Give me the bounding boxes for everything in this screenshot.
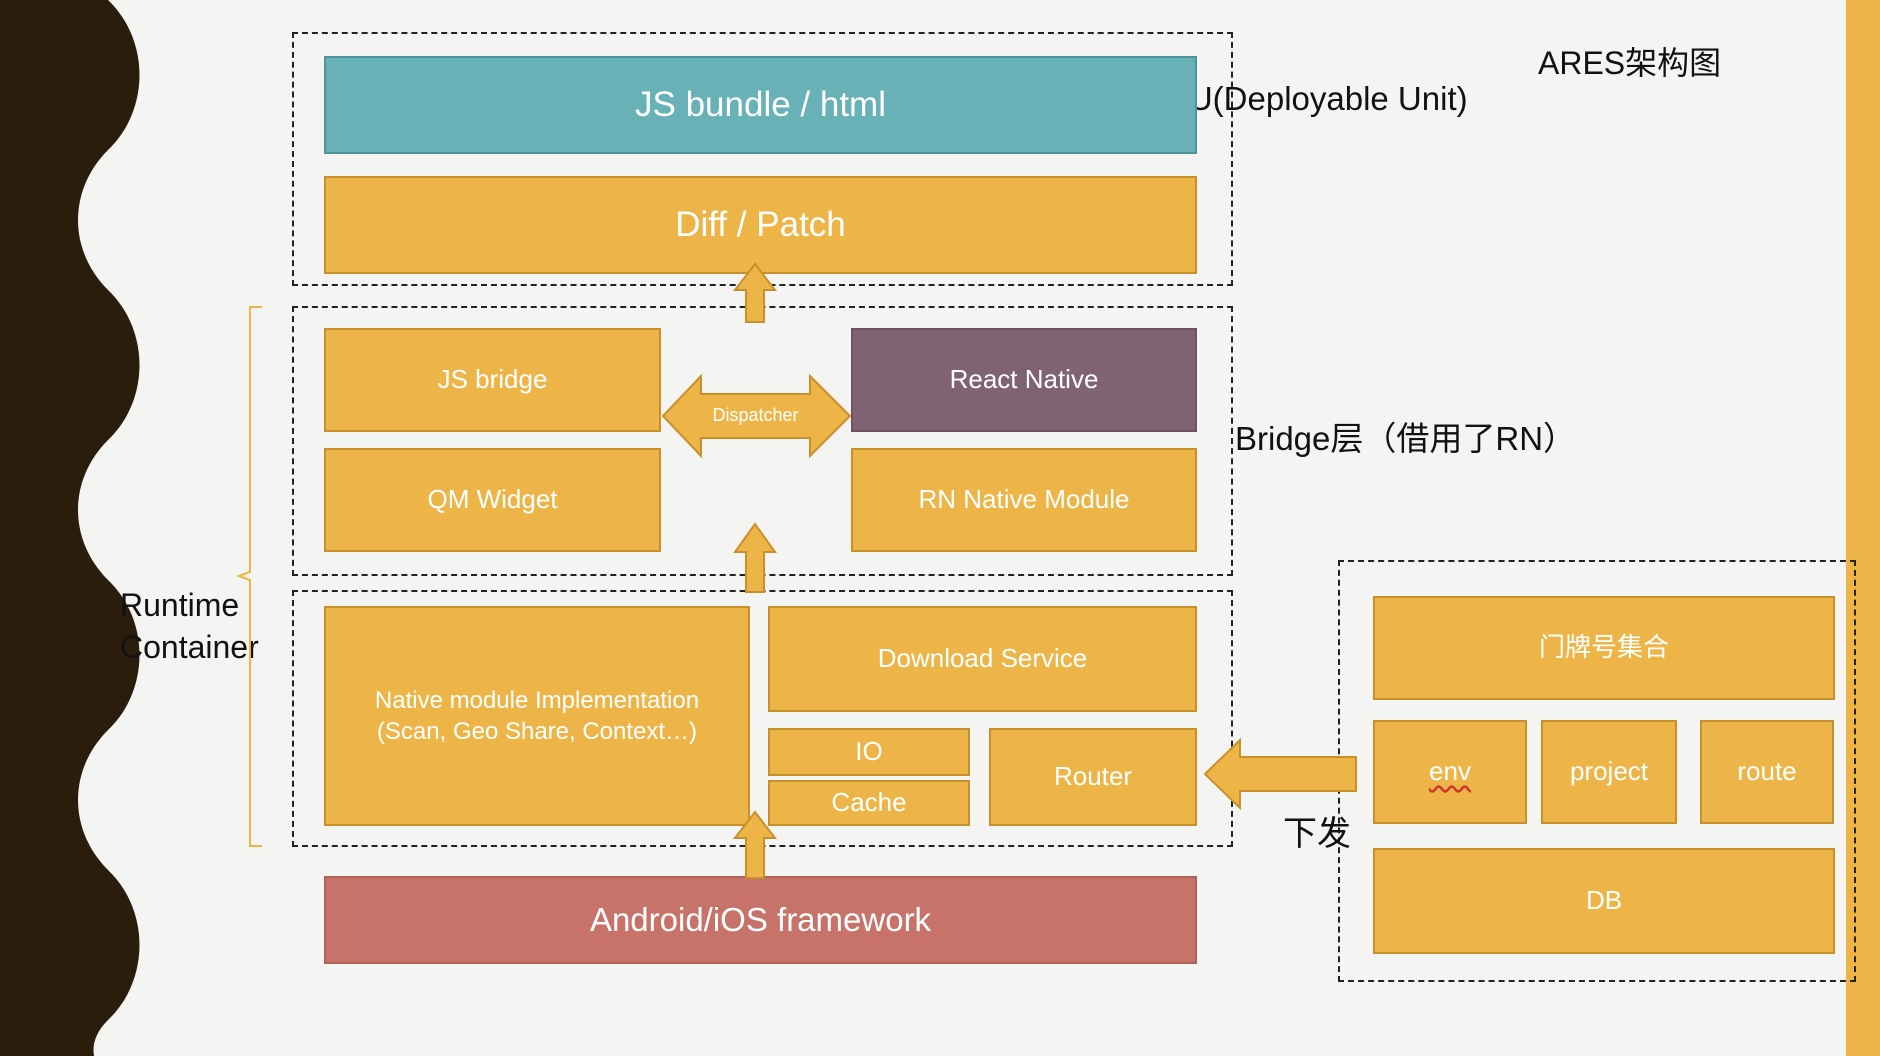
env-box: env <box>1373 720 1527 824</box>
up-arrow-native-to-bridge <box>733 522 777 593</box>
db-box: DB <box>1373 848 1835 954</box>
rn-native-module-box: RN Native Module <box>851 448 1197 552</box>
env-label: env <box>1429 756 1471 787</box>
js-bundle-box: JS bundle / html <box>324 56 1197 154</box>
io-box: IO <box>768 728 970 776</box>
runtime-container-label: Runtime Container <box>120 587 259 665</box>
du-label: DU(Deployable Unit) <box>1165 80 1468 117</box>
route-box: route <box>1700 720 1834 824</box>
runtime-container-bracket <box>236 306 262 847</box>
cache-box: Cache <box>768 780 970 826</box>
doorplate-set-box: 门牌号集合 <box>1373 596 1835 700</box>
up-arrow-framework-to-native <box>732 810 778 879</box>
deliver-label: 下发 <box>1283 815 1351 853</box>
up-arrow-bridge-to-du <box>732 262 778 323</box>
native-module-implementation-box: Native module Implementation (Scan, Geo … <box>324 606 750 826</box>
download-service-box: Download Service <box>768 606 1197 712</box>
dispatcher-double-arrow <box>661 373 852 459</box>
diff-patch-box: Diff / Patch <box>324 176 1197 274</box>
project-box: project <box>1541 720 1677 824</box>
router-box: Router <box>989 728 1197 826</box>
bridge-layer-label: Bridge层（借用了RN） <box>1235 420 1577 457</box>
right-accent-band <box>1846 0 1880 1056</box>
left-wave-decoration <box>0 0 140 1056</box>
react-native-box: React Native <box>851 328 1197 432</box>
dispatcher-label: Dispatcher <box>712 405 799 425</box>
left-arrow-deliver <box>1203 737 1357 811</box>
page-title: ARES架构图 <box>1538 45 1722 81</box>
qm-widget-box: QM Widget <box>324 448 661 552</box>
js-bridge-box: JS bridge <box>324 328 661 432</box>
